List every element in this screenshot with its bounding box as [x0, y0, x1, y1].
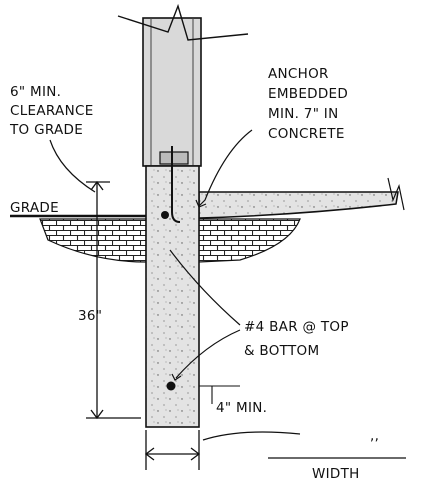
- width-label: WIDTH: [312, 466, 360, 482]
- width-value: ,,: [370, 428, 379, 444]
- svg-text:MIN. 7" IN: MIN. 7" IN: [268, 106, 338, 122]
- bar-label: #4 BAR @ TOP & BOTTOM: [244, 319, 349, 359]
- clearance-leader: [49, 139, 96, 193]
- svg-text:CONCRETE: CONCRETE: [268, 126, 345, 142]
- post-break-mark: [117, 3, 249, 41]
- cover-label: 4" MIN.: [216, 400, 267, 416]
- rebar-top: [161, 211, 169, 219]
- svg-text:TO GRADE: TO GRADE: [9, 122, 83, 138]
- soil-hatch: [39, 218, 301, 263]
- depth-dimension: [86, 180, 141, 420]
- svg-text:& BOTTOM: & BOTTOM: [244, 343, 319, 359]
- rebar-bottom: [166, 381, 176, 391]
- grade-label: GRADE: [10, 200, 59, 216]
- bolt-hook: [171, 211, 181, 223]
- slab: [198, 191, 399, 219]
- depth-label: 36": [78, 308, 102, 324]
- svg-text:6" MIN.: 6" MIN.: [10, 84, 61, 100]
- svg-text:ANCHOR: ANCHOR: [268, 66, 329, 82]
- anchor-leader: [198, 129, 253, 207]
- svg-text:CLEARANCE: CLEARANCE: [10, 103, 94, 119]
- bar-leader-top: [169, 249, 241, 326]
- anchor-label: ANCHOR EMBEDDED MIN. 7" IN CONCRETE: [268, 66, 348, 142]
- slab-break: [387, 177, 405, 211]
- anchor-leader-arrow: [195, 199, 207, 208]
- clearance-label: 6" MIN. CLEARANCE TO GRADE: [9, 84, 94, 138]
- svg-text:#4 BAR @ TOP: #4 BAR @ TOP: [244, 319, 349, 335]
- svg-text:EMBEDDED: EMBEDDED: [268, 86, 348, 102]
- bar-leader-bottom: [175, 329, 241, 379]
- bar-arrow: [171, 373, 182, 381]
- cover-dimension: [199, 385, 240, 404]
- width-dimension: [144, 430, 406, 470]
- wood-post: [142, 17, 202, 167]
